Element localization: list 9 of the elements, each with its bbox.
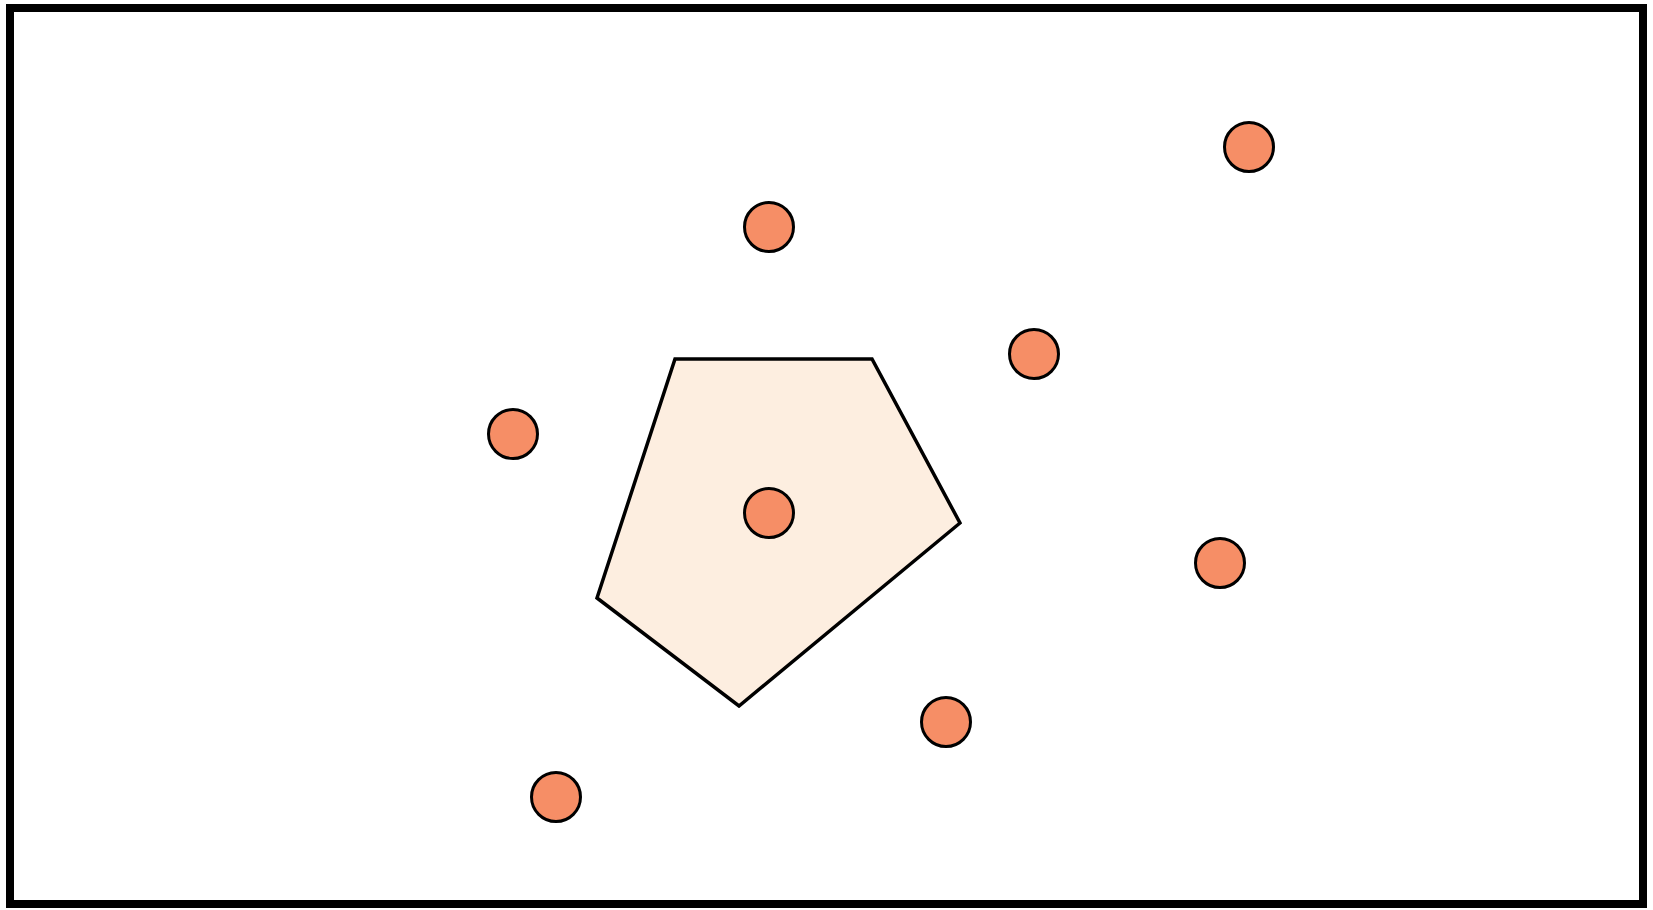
point-dot	[1223, 121, 1275, 173]
pentagon-region	[595, 357, 962, 708]
point-dot	[530, 771, 582, 823]
frame-border	[6, 4, 1647, 908]
point-dot	[920, 696, 972, 748]
point-dot	[743, 201, 795, 253]
point-dot	[1008, 328, 1060, 380]
point-dot	[1194, 537, 1246, 589]
point-dot	[487, 408, 539, 460]
